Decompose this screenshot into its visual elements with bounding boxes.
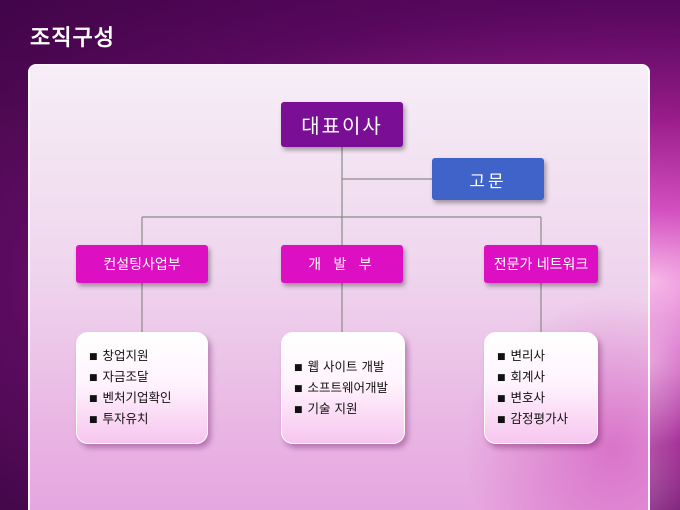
advisor-box: 고문 bbox=[432, 158, 544, 200]
consulting-services-card: ■창업지원 ■자금조달 ■벤처기업확인 ■투자유치 bbox=[76, 332, 208, 444]
bullet-icon: ■ bbox=[294, 362, 303, 373]
list-item: ■웹 사이트 개발 bbox=[294, 358, 385, 374]
list-item: ■벤처기업확인 bbox=[89, 390, 172, 405]
list-item: ■자금조달 bbox=[89, 369, 149, 384]
bullet-icon: ■ bbox=[294, 383, 303, 394]
list-item: ■변호사 bbox=[497, 390, 546, 405]
bullet-icon: ■ bbox=[497, 415, 506, 425]
list-item: ■소프트웨어개발 bbox=[294, 379, 389, 395]
bullet-icon: ■ bbox=[497, 352, 506, 362]
department-consulting: 컨설팅사업부 bbox=[76, 245, 208, 283]
bullet-icon: ■ bbox=[497, 373, 506, 383]
list-item: ■변리사 bbox=[497, 348, 546, 363]
consulting-services-list: ■창업지원 ■자금조달 ■벤처기업확인 ■투자유치 bbox=[77, 346, 172, 430]
bullet-icon: ■ bbox=[89, 415, 98, 425]
department-expert-network: 전문가 네트워크 bbox=[484, 245, 598, 283]
list-item: ■감정평가사 bbox=[497, 411, 569, 426]
list-item: ■기술 지원 bbox=[294, 400, 358, 416]
expert-network-card: ■변리사 ■회계사 ■변호사 ■감정평가사 bbox=[484, 332, 598, 444]
bullet-icon: ■ bbox=[294, 404, 303, 415]
bullet-icon: ■ bbox=[89, 373, 98, 383]
ceo-box: 대표이사 bbox=[281, 102, 403, 147]
development-services-list: ■웹 사이트 개발 ■소프트웨어개발 ■기술 지원 bbox=[282, 357, 388, 420]
page-title: 조직구성 bbox=[30, 26, 115, 51]
bullet-icon: ■ bbox=[497, 394, 506, 404]
list-item: ■창업지원 bbox=[89, 348, 149, 363]
list-item: ■투자유치 bbox=[89, 411, 149, 426]
development-services-card: ■웹 사이트 개발 ■소프트웨어개발 ■기술 지원 bbox=[281, 332, 405, 444]
department-development: 개 발 부 bbox=[281, 245, 403, 283]
bullet-icon: ■ bbox=[89, 394, 98, 404]
list-item: ■회계사 bbox=[497, 369, 546, 384]
bullet-icon: ■ bbox=[89, 352, 98, 362]
expert-network-list: ■변리사 ■회계사 ■변호사 ■감정평가사 bbox=[485, 346, 568, 430]
